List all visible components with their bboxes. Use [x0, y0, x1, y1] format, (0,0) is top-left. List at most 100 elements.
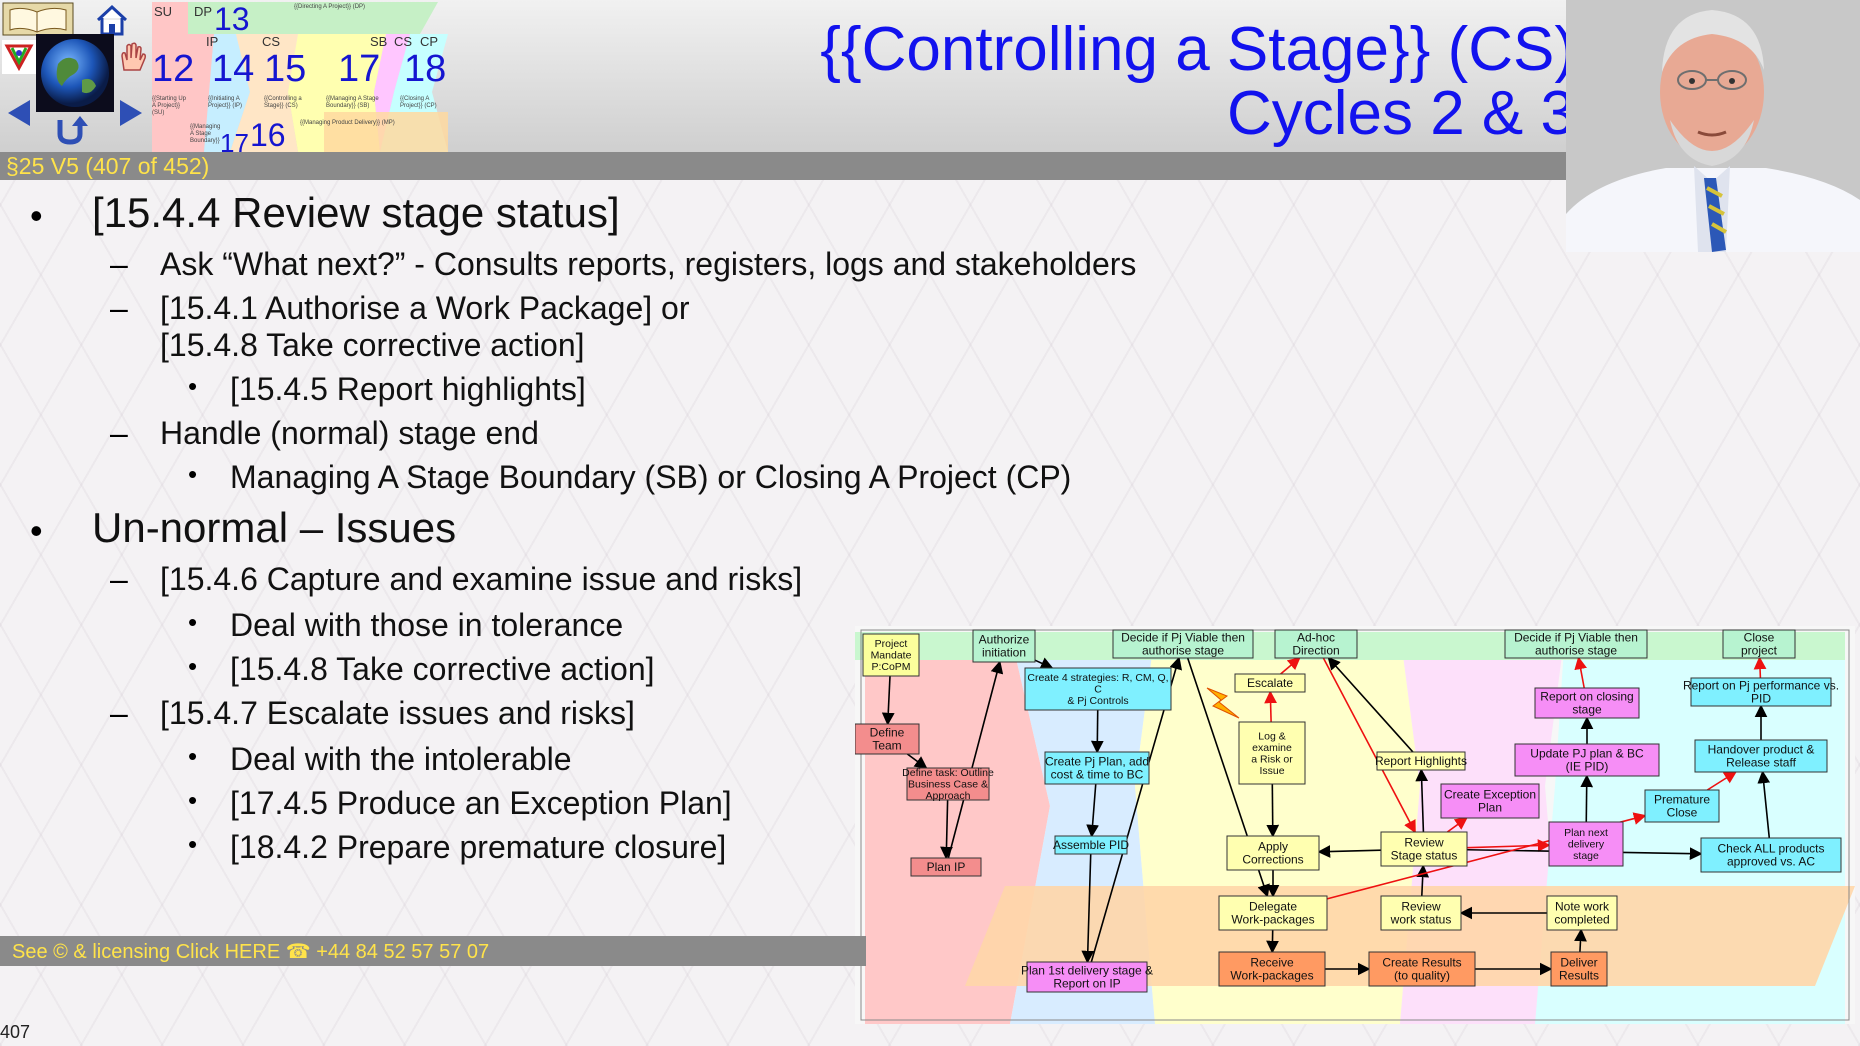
bullet-level2-text: [15.4.6 Capture and examine issue and ri… [160, 561, 803, 597]
diagram-node-label: Review [1401, 900, 1441, 914]
diagram-arrow [1706, 771, 1738, 791]
diagram-node-label: Delegate [1249, 900, 1297, 914]
bullet-marker: – [110, 561, 128, 597]
diagram-node-label: Premature [1654, 793, 1710, 807]
diagram-node-label: Work-packages [1230, 969, 1313, 983]
sb-caption: {{Managing A Stage Boundary}} (SB) [326, 96, 379, 109]
back-arrow-icon[interactable] [2, 96, 38, 132]
diagram-arrow [1081, 853, 1095, 964]
diagram-node-label: Plan 1st delivery stage & [1021, 964, 1153, 978]
licensing-bar[interactable]: See © & licensing Click HERE ☎ +44 84 52… [0, 936, 866, 966]
bullet-marker: • [188, 459, 198, 489]
globe-icon[interactable] [36, 34, 114, 112]
slide-reference-bar: §25 V5 (407 of 452) [0, 152, 1860, 180]
diagram-arrow [1574, 656, 1587, 689]
bullet-marker: – [110, 290, 128, 326]
diagram-node-label: Decide if Pj Viable then [1514, 631, 1638, 645]
diagram-node-label: (to quality) [1394, 969, 1450, 983]
cs-label: CS [262, 34, 281, 49]
bullet-marker: – [110, 246, 128, 282]
diagram-node-plan-first-stage: Plan 1st delivery stage &Report on IP [1021, 961, 1153, 993]
su-caption: {{Starting Up A Project}} (SU) [152, 96, 187, 116]
dp-number: 13 [214, 1, 250, 37]
slide-header: SU DP 13 {{Directing A Project}} (DP) IP… [0, 0, 1860, 158]
diagram-node-label: delivery [1568, 839, 1605, 851]
diagram-node-escalate: Escalate [1234, 673, 1306, 693]
bullet-level2-text: [15.4.1 Authorise a Work Package] or [160, 290, 690, 326]
bullet-level3-text: Deal with those in tolerance [230, 607, 624, 643]
return-icon[interactable] [52, 112, 88, 148]
diagram-node-label: Stage status [1391, 849, 1458, 863]
cp-label: CP [420, 34, 439, 49]
diagram-node-label: Define [870, 726, 905, 740]
diagram-node-label: examine [1252, 742, 1292, 754]
diagram-arrow [906, 753, 928, 769]
diagram-arrow [1317, 845, 1382, 858]
diagram-node-plan-ip: Plan IP [910, 857, 982, 877]
diagram-node-label: Escalate [1247, 676, 1293, 690]
diagram-node-label: P:CoPM [871, 661, 910, 673]
hand-icon[interactable] [114, 40, 150, 76]
bullet-marker: • [188, 785, 198, 815]
home-icon[interactable] [94, 4, 130, 40]
logo-icon[interactable] [2, 40, 38, 76]
su-number: 12 [152, 48, 195, 90]
bullet-level3-text: [15.4.5 Report highlights] [230, 371, 586, 407]
diagram-node-label: a Risk or [1251, 753, 1293, 765]
bullet-marker: – [110, 695, 128, 731]
diagram-arrow [1415, 768, 1429, 833]
presenter-video [1566, 0, 1860, 252]
diagram-node-label: Issue [1259, 765, 1284, 777]
bullet-level3-text: [17.4.5 Produce an Exception Plan] [230, 785, 732, 821]
licensing-link[interactable]: See © & licensing Click HERE ☎ +44 84 52… [12, 941, 490, 963]
ip-number: 14 [212, 48, 255, 90]
diagram-node-label: Mandate [871, 650, 912, 662]
diagram-arrow [1753, 656, 1767, 679]
diagram-node-label: Plan next [1564, 827, 1608, 839]
diagram-node-label: Plan [1478, 801, 1502, 815]
bullet-marker: • [188, 651, 198, 681]
diagram-node-label: Report on IP [1053, 977, 1120, 991]
book-icon[interactable] [2, 2, 74, 36]
bullet-level1-text: Un-normal – Issues [92, 504, 457, 551]
diagram-arrow [947, 660, 1004, 859]
bullet-level3-text: Managing A Stage Boundary (SB) or Closin… [230, 459, 1072, 495]
diagram-node-label: Business Case & [908, 779, 988, 791]
lightning-icon [1206, 687, 1240, 719]
diagram-node-label: Work-packages [1231, 913, 1314, 927]
diagram-node-label: Receive [1250, 956, 1294, 970]
mp-caption: {{Managing Product Delivery}} (MP) [300, 120, 395, 126]
diagram-node-label: cost & time to BC [1051, 768, 1144, 782]
diagram-node-label: Results [1559, 969, 1599, 983]
diagram-node-label: Team [872, 739, 901, 753]
diagram-node-label: project [1741, 644, 1778, 658]
forward-arrow-icon[interactable] [114, 96, 150, 132]
diagram-node-label: Update PJ plan & BC [1530, 747, 1644, 761]
diagram-node-label: Report on Pj performance vs. [1683, 679, 1839, 693]
process-model-strip[interactable]: SU DP 13 {{Directing A Project}} (DP) IP… [148, 0, 458, 158]
diagram-arrow [1327, 656, 1414, 753]
diagram-node-label: Release staff [1726, 756, 1796, 770]
diagram-arrow [1264, 690, 1277, 723]
bullet-marker: • [30, 510, 43, 551]
diagram-node-label: Corrections [1242, 853, 1303, 867]
bullet-marker: – [110, 415, 128, 451]
diagram-arrow [1090, 709, 1104, 754]
diagram-node-label: Log & [1258, 730, 1285, 742]
diagram-node-label: PID [1751, 692, 1771, 706]
ip-low-caption: {{Managing A Stage Boundary}} [190, 124, 221, 144]
diagram-node-create-results: Create Results(to quality) [1368, 951, 1476, 987]
cs-number: 15 [264, 48, 307, 90]
sb-number: 17 [338, 48, 381, 90]
diagram-node-label: Project [875, 638, 908, 650]
diagram-node-label: Direction [1292, 644, 1339, 658]
